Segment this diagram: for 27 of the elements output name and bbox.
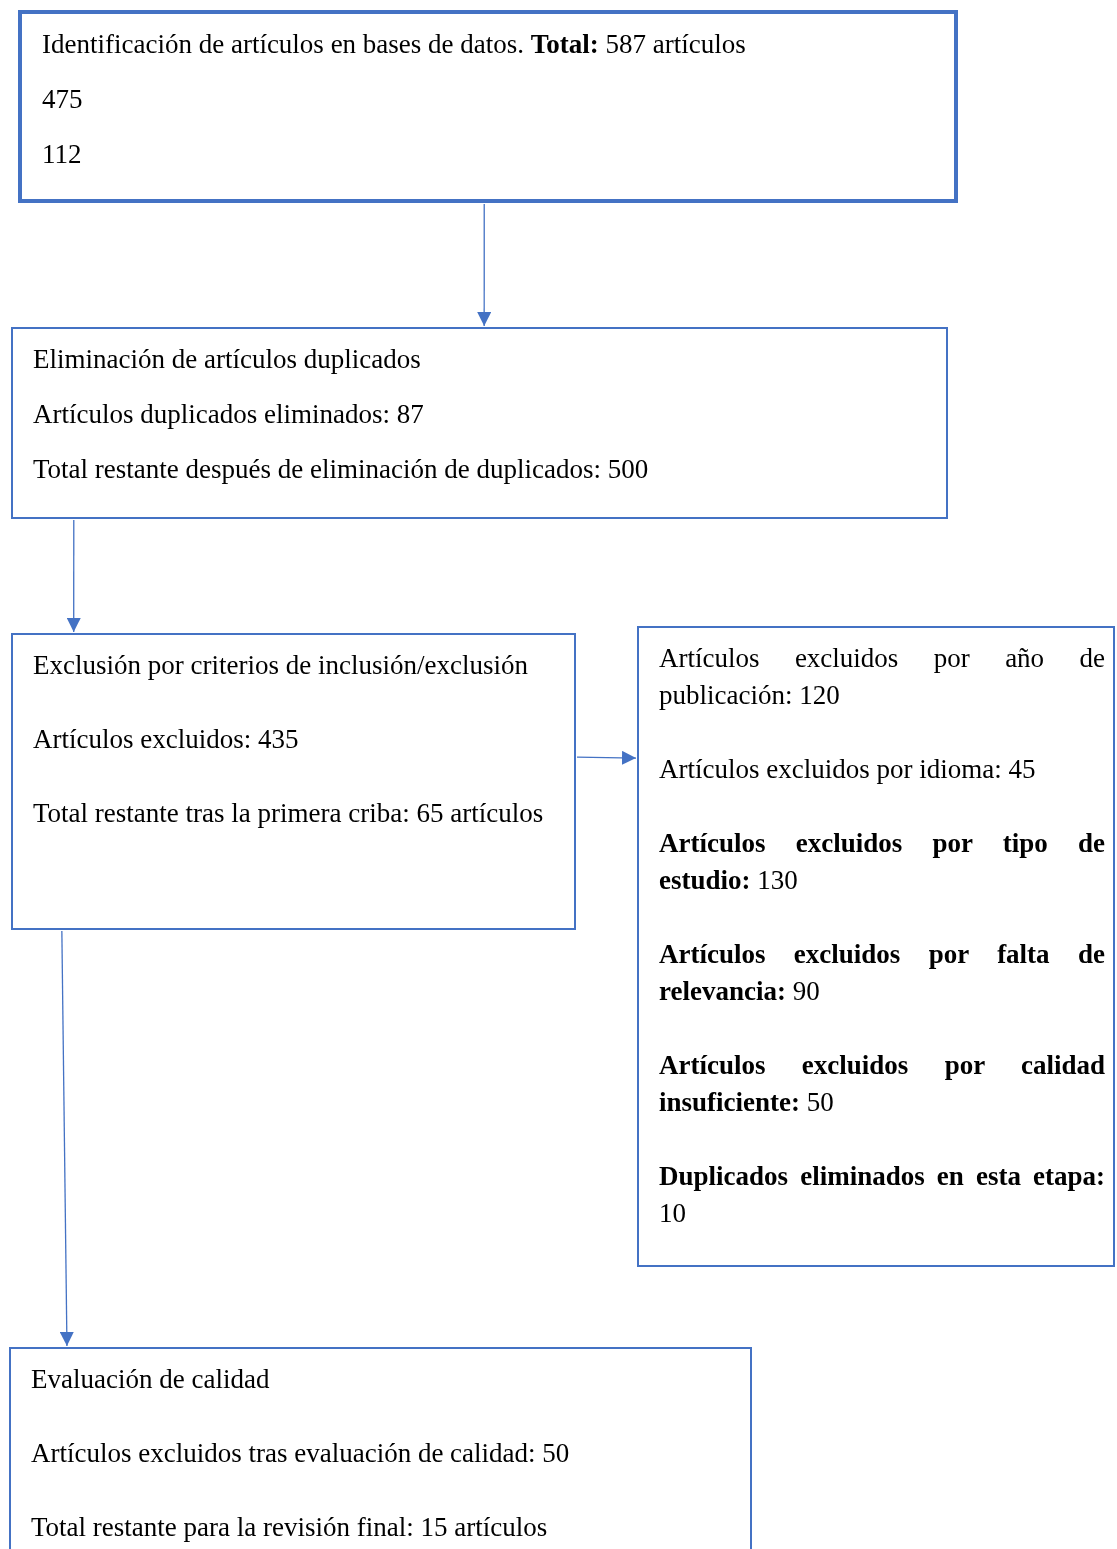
box-text: Artículos excluidos por año de publicación: 120 xyxy=(659,642,1105,712)
box-text: 475 xyxy=(42,83,84,116)
process-box xyxy=(18,10,958,203)
arrow xyxy=(66,519,81,633)
box-text: Artículos excluidos por idioma: 45 xyxy=(659,753,1037,786)
process-box xyxy=(9,1347,752,1549)
box-text: Artículos excluidos por falta de relevancia: 90 xyxy=(659,938,1105,1008)
box-text: Artículos excluidos tras evaluación de calidad: 50 xyxy=(31,1437,571,1470)
box-text: Artículos duplicados eliminados: 87 xyxy=(33,398,425,431)
box-text: Artículos excluidos: 435 xyxy=(33,723,300,756)
box-text: Artículos excluidos por calidad insuficiente: 50 xyxy=(659,1049,1105,1119)
box-text: Evaluación de calidad xyxy=(31,1363,271,1396)
arrow xyxy=(576,750,637,765)
box-text: Artículos excluidos por tipo de estudio: 130 xyxy=(659,827,1105,897)
box-text: Duplicados eliminados en esta etapa: 10 xyxy=(659,1160,1105,1230)
box-text: Total restante tras la primera criba: 65 artículos xyxy=(33,797,545,830)
box-text: Eliminación de artículos duplicados xyxy=(33,343,422,376)
box-text: Total restante después de eliminación de duplicados: 500 xyxy=(33,453,650,486)
arrow xyxy=(59,930,74,1347)
process-box xyxy=(11,633,576,930)
box-text: Total restante para la revisión final: 15 artículos xyxy=(31,1511,549,1544)
box-text: Identificación de artículos en bases de datos. Total: 587 artículos xyxy=(42,28,747,61)
process-box xyxy=(637,626,1115,1267)
process-box xyxy=(11,327,948,519)
box-text: Exclusión por criterios de inclusión/exclusión xyxy=(33,649,529,682)
box-text: 112 xyxy=(42,138,83,171)
arrow xyxy=(477,203,492,327)
